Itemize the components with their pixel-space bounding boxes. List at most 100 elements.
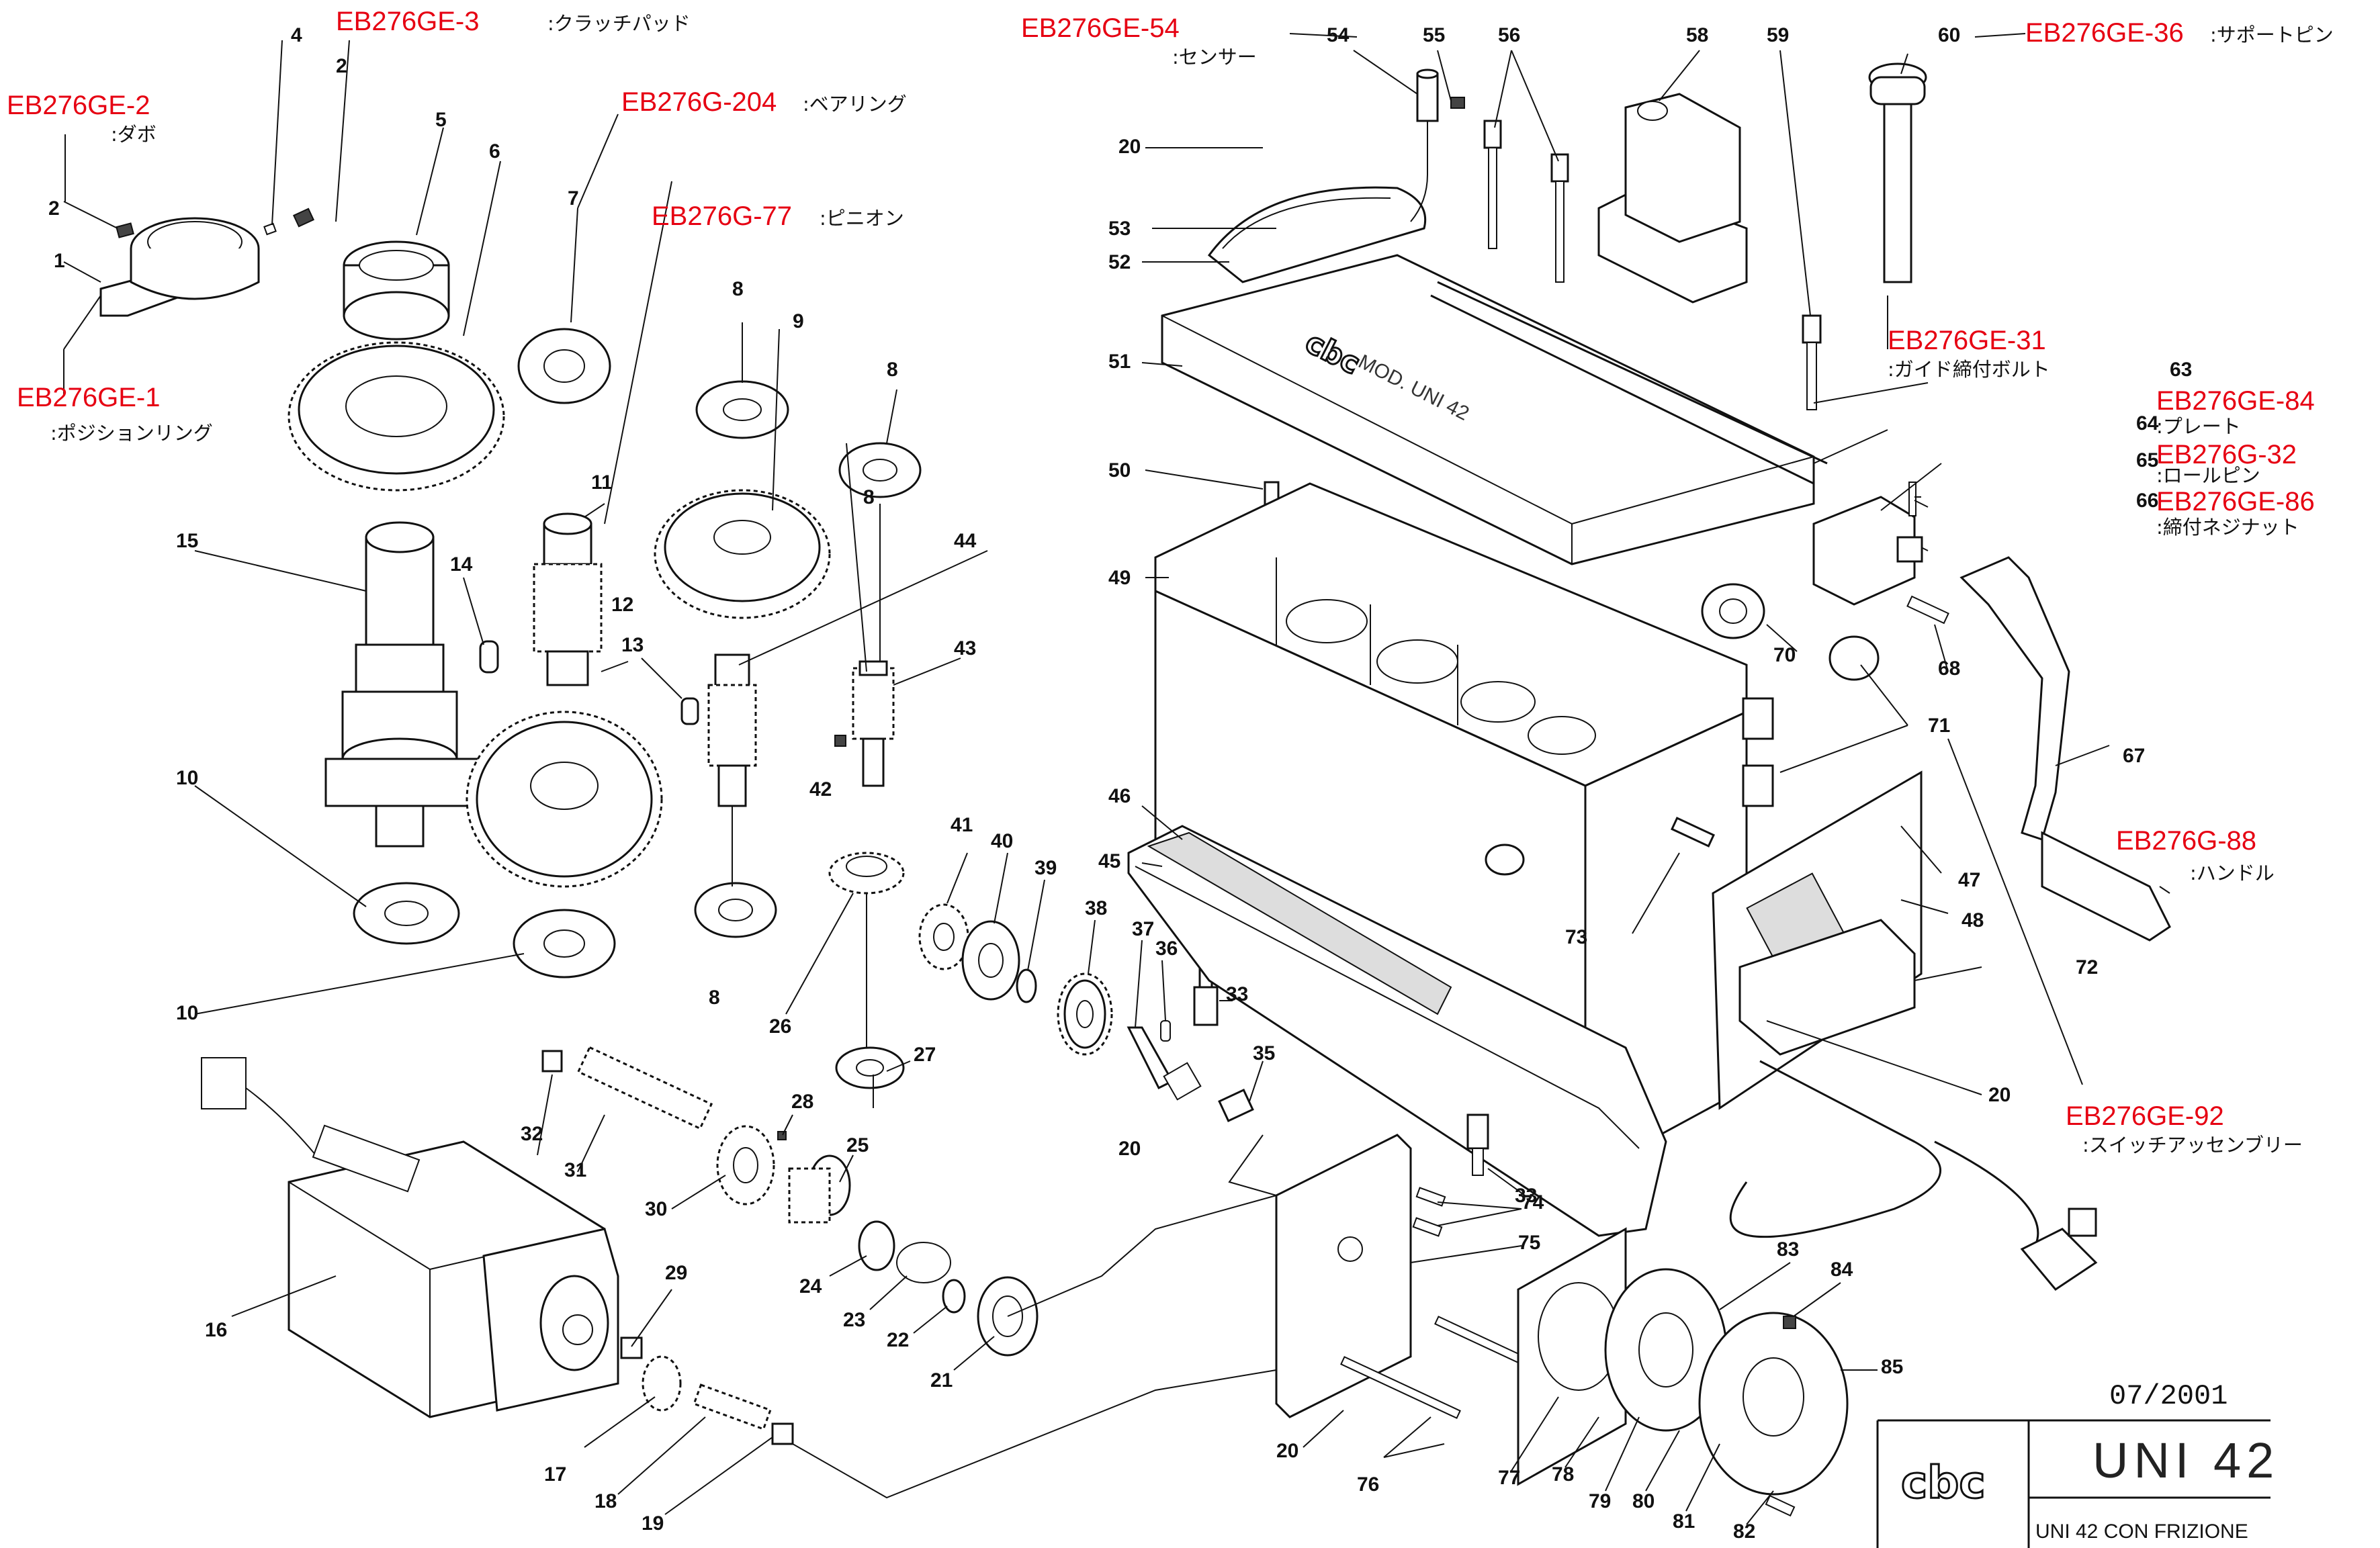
part-number: 8: [709, 987, 720, 1009]
disc-81: [1698, 1312, 1849, 1496]
part-number: 27: [914, 1044, 936, 1066]
handle-67: [1959, 556, 2171, 942]
part-number: 15: [176, 530, 198, 552]
callout-desc: :サポートピン: [2210, 24, 2334, 46]
large-gear-6: [288, 341, 505, 492]
callout-code: EB276G-204: [621, 87, 777, 117]
part-number: 12: [611, 594, 633, 616]
clutch-bush: [343, 240, 450, 340]
part-number: 31: [564, 1159, 586, 1181]
part-number: 78: [1552, 1463, 1574, 1486]
gear-12: [466, 711, 663, 888]
sleeve-25: [788, 1154, 851, 1224]
ring-24: [858, 1220, 895, 1271]
part-number: 21: [930, 1369, 953, 1392]
screws-84: [1783, 1316, 1796, 1329]
part-number: 13: [621, 634, 644, 656]
callout-desc: :ピニオン: [820, 207, 904, 230]
part-number: 56: [1498, 24, 1520, 46]
callout-desc: :締付ネジナット: [2156, 516, 2299, 539]
part-number: 5: [435, 109, 447, 131]
part-number: 54: [1327, 24, 1350, 46]
part-number: 19: [642, 1512, 664, 1535]
part-number: 14: [450, 553, 473, 576]
key-14: [479, 640, 499, 674]
part-number: 10: [176, 1002, 198, 1024]
gear-30: [716, 1125, 775, 1205]
part-number: 76: [1357, 1473, 1379, 1496]
position-ring: [99, 217, 260, 317]
bearing-10b: [513, 909, 616, 978]
shaft-18: [693, 1383, 772, 1430]
part-number: 50: [1108, 459, 1131, 482]
dowel-pins: [116, 208, 315, 238]
roll-pin-65: [1908, 482, 1916, 516]
clamp-plate-64: [1812, 496, 1916, 606]
spring-82: [1765, 1494, 1796, 1517]
key-36: [1160, 1020, 1171, 1042]
screw-68: [1906, 595, 1949, 625]
part-number: 39: [1034, 857, 1057, 879]
part-number: 18: [594, 1490, 617, 1512]
callout-code: EB276GE-92: [2066, 1101, 2224, 1131]
callout-code: EB276GE-86: [2156, 487, 2315, 516]
part-number: 9: [793, 310, 804, 332]
callout-desc: :ガイド締付ボルト: [1888, 358, 2050, 381]
part-number: 4: [291, 24, 302, 46]
part-number: 16: [205, 1319, 227, 1341]
nut-66: [1896, 536, 1923, 563]
part-number: 7: [568, 187, 579, 210]
bush-19: [771, 1422, 794, 1445]
support-pin-60: [1868, 62, 1927, 283]
part-number: 32: [521, 1123, 543, 1145]
cbc-logo: cbc: [1901, 1457, 1986, 1508]
part-callouts: EB276GE-1 :ポジションリング EB276GE-2 :ダボ EB276G…: [7, 7, 2334, 1156]
callout-code: EB276GE-54: [1021, 13, 1180, 43]
callout-code: EB276GE-84: [2156, 386, 2315, 416]
gear-26: [828, 852, 905, 895]
mesh-guard-46: [1147, 831, 1452, 1015]
power-cable: [1729, 1060, 2098, 1291]
part-number: 82: [1733, 1520, 1755, 1543]
callout-code: EB276GE-3: [336, 7, 479, 36]
callout-code: EB276GE-2: [7, 91, 150, 120]
part-number: 55: [1423, 24, 1445, 46]
callout-desc: :クラッチパッド: [547, 12, 691, 35]
bearing-7: [517, 328, 611, 404]
part-number: 70: [1773, 644, 1796, 666]
part-number: 17: [544, 1463, 566, 1486]
part-number: 23: [843, 1309, 865, 1331]
part-number: 71: [1928, 715, 1950, 737]
part-number: 45: [1098, 850, 1120, 872]
part-number: 84: [1831, 1259, 1853, 1281]
part-number: 30: [645, 1198, 667, 1220]
part-number: 33: [1515, 1185, 1537, 1207]
part-number: 11: [591, 471, 613, 494]
part-number: 2: [48, 197, 60, 220]
part-number: 41: [951, 814, 973, 836]
callout-code: EB276GE-1: [17, 383, 160, 412]
part-number: 81: [1673, 1510, 1695, 1533]
callout-desc: :ハンドル: [2190, 862, 2275, 884]
part-number: 33: [1226, 983, 1248, 1005]
shaft-37: [1127, 1026, 1202, 1101]
leader-lines: [63, 33, 2170, 1525]
bush-32: [541, 1050, 563, 1073]
part-number: 67: [2123, 745, 2145, 767]
pinion-11: [533, 512, 603, 686]
screw-33b: [1466, 1113, 1489, 1176]
callout-desc: :ロールピン: [2156, 464, 2260, 487]
part-number: 20: [1118, 136, 1141, 158]
part-number: 77: [1498, 1467, 1520, 1489]
title-block: cbc UNI 42 UNI 42 CON FRIZIONE: [1876, 1419, 2274, 1548]
part-number: 38: [1085, 897, 1107, 919]
part-number: 74: [1522, 1191, 1544, 1214]
bush-35: [1218, 1089, 1254, 1122]
part-number: 59: [1767, 24, 1789, 46]
part-number: 28: [791, 1091, 813, 1113]
part-number: 83: [1777, 1238, 1799, 1261]
part-number: 63: [2170, 359, 2192, 381]
callout-desc: :プレート: [2156, 415, 2241, 438]
spring-23: [896, 1242, 951, 1283]
